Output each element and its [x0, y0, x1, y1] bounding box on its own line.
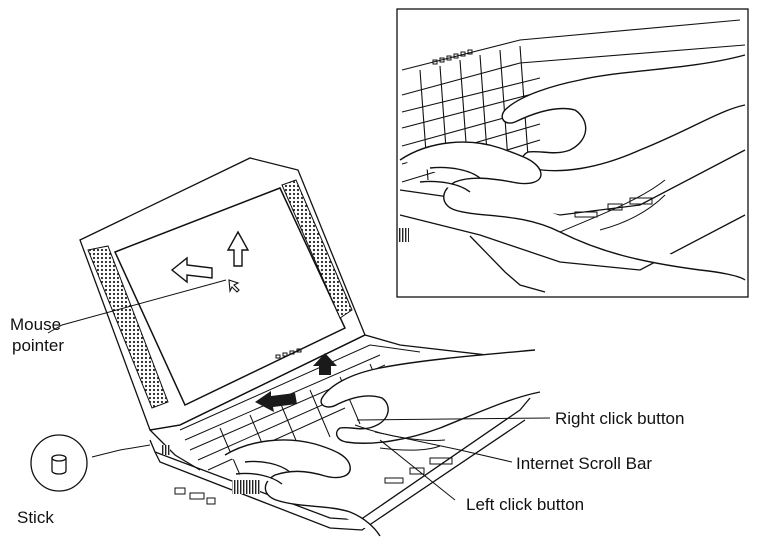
- stick-inset: [31, 435, 87, 491]
- stick-label: Stick: [17, 508, 54, 528]
- right-click-button-label: Right click button: [555, 409, 684, 429]
- mouse-pointer-label-line1: Mouse: [10, 315, 61, 335]
- left-click-button-label: Left click button: [466, 495, 584, 515]
- internet-scroll-bar-label: Internet Scroll Bar: [516, 454, 652, 474]
- mouse-pointer-label-line2: pointer: [12, 336, 64, 356]
- closeup-inset: [397, 9, 748, 297]
- side-vent: [232, 480, 260, 494]
